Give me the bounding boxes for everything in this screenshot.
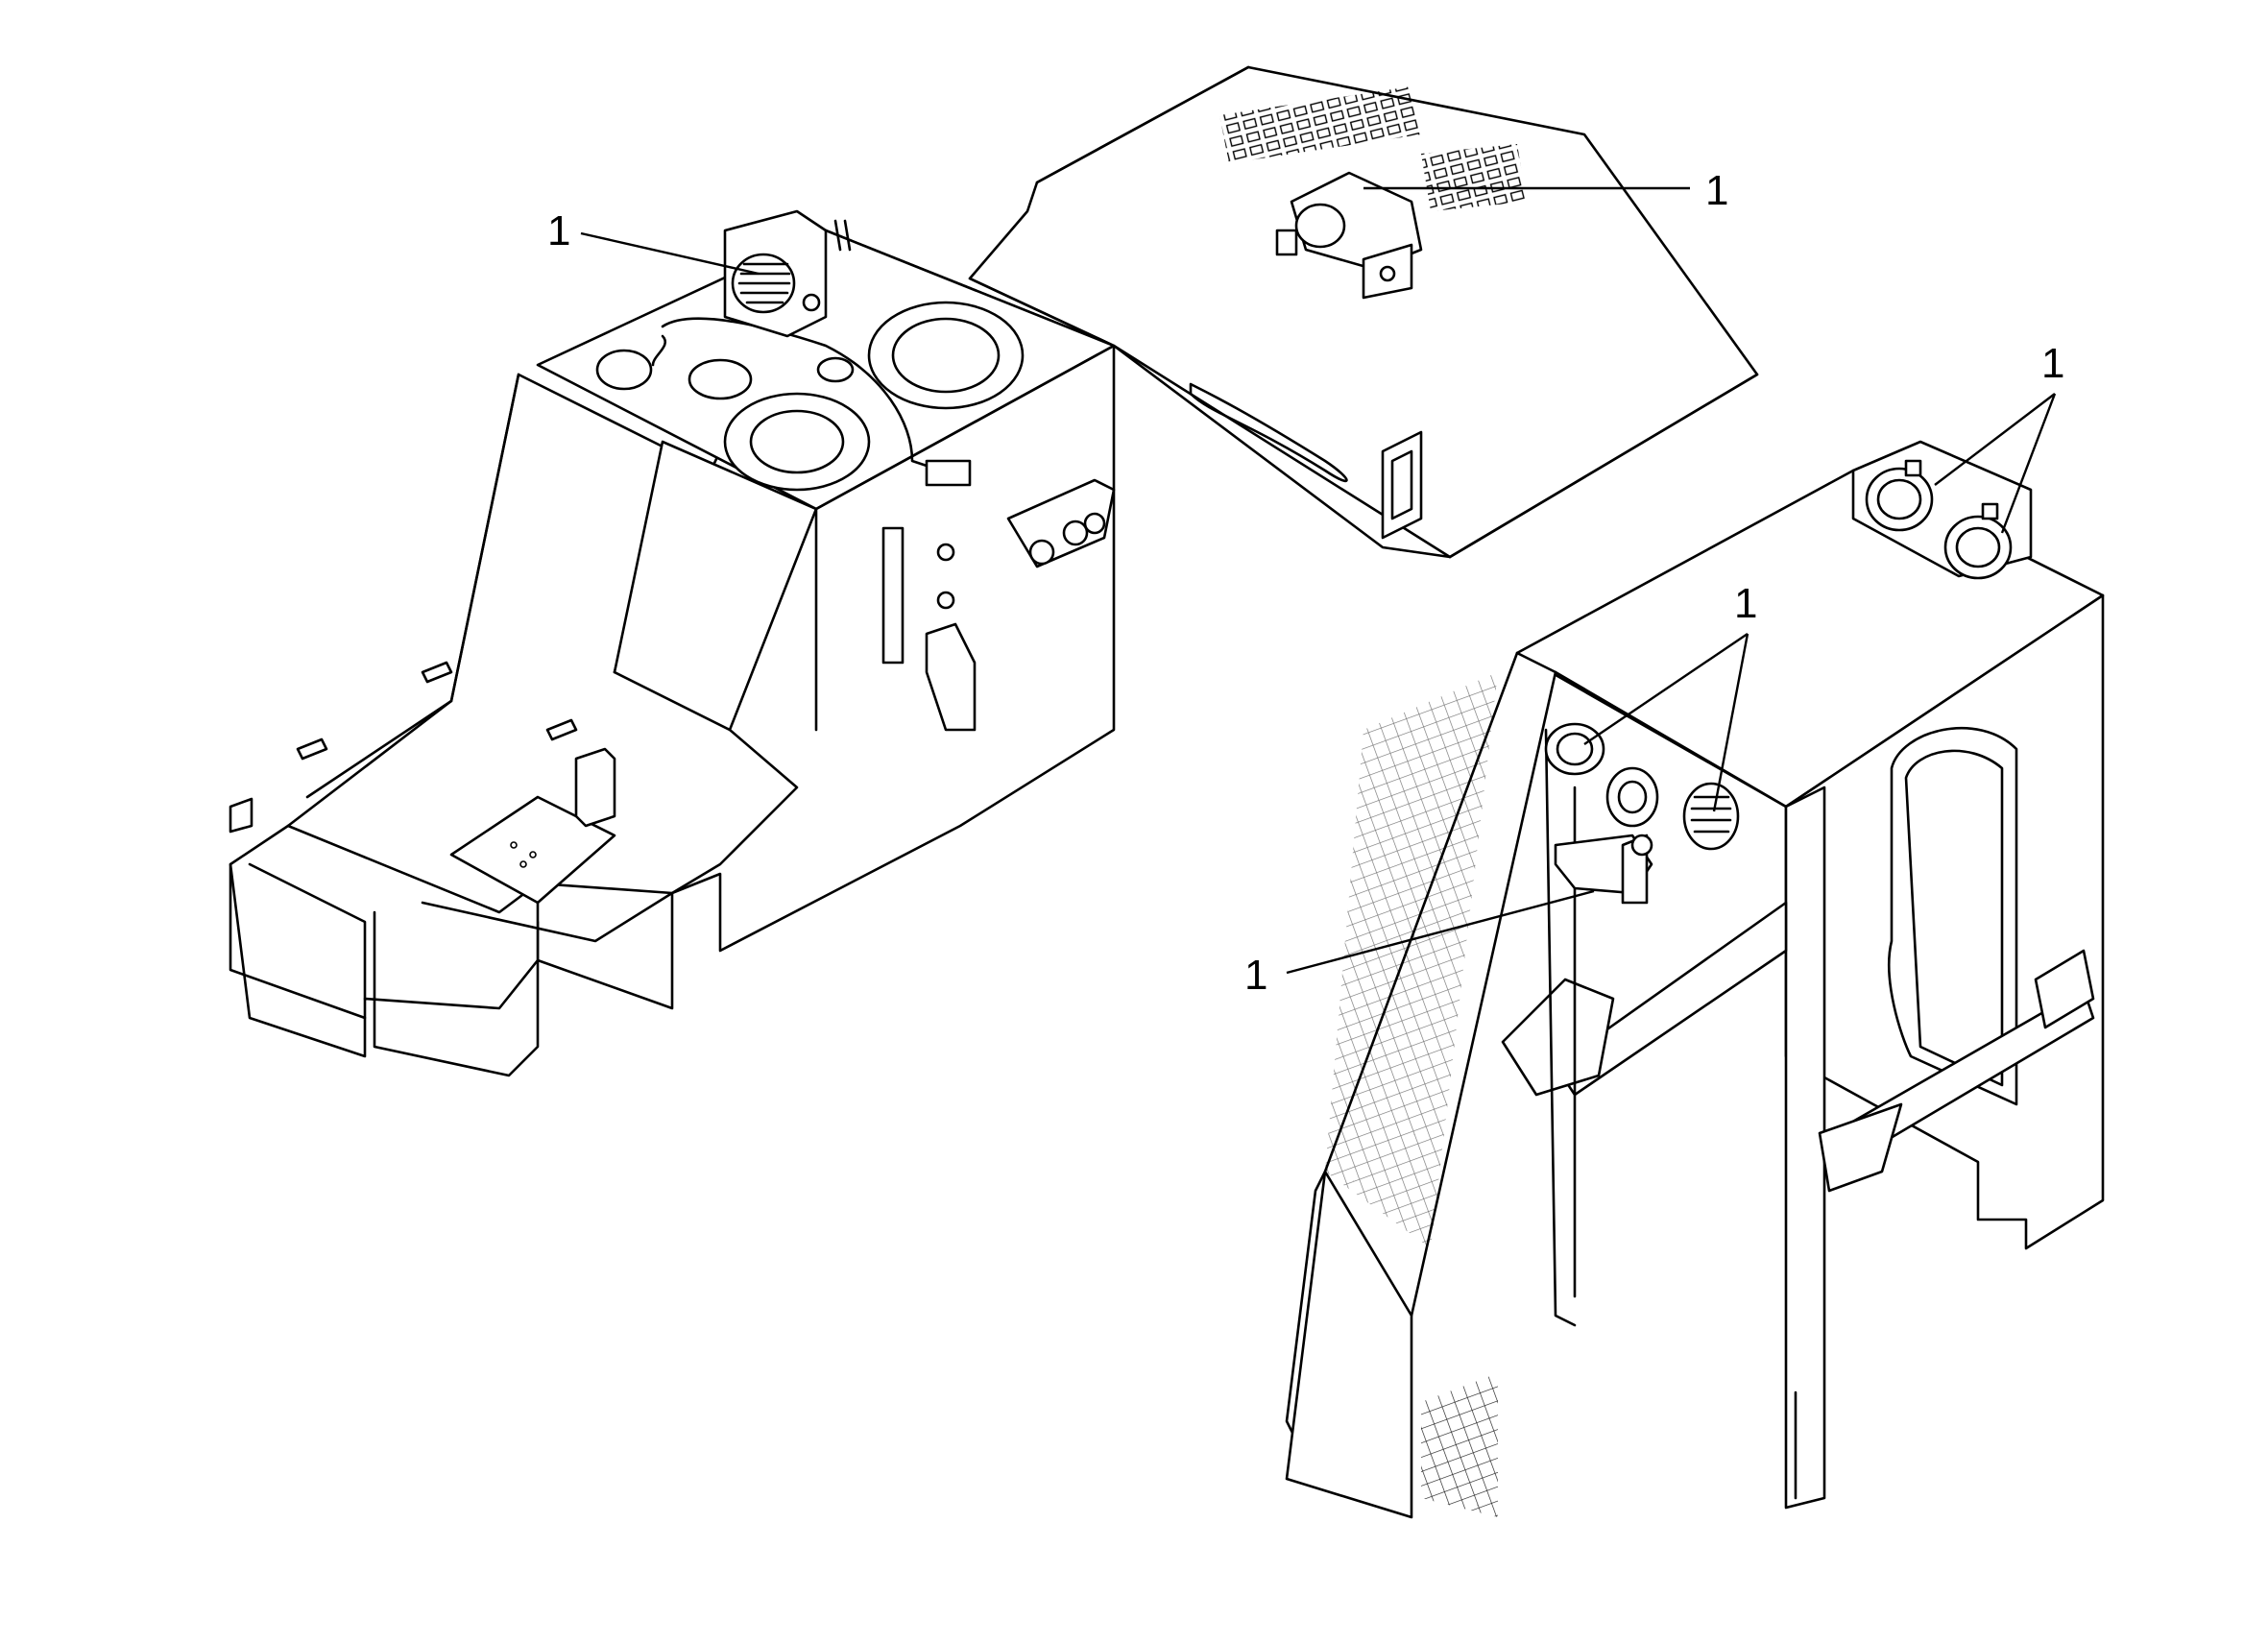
leader-rear-lamp-a xyxy=(1934,393,2056,486)
leader-backup-alarm xyxy=(580,231,760,276)
fender-tank-assembly xyxy=(229,209,1116,1077)
callouts: 1 1 1 1 1 xyxy=(547,167,2064,999)
leader-cab-lamp-b xyxy=(1712,633,1749,812)
callout-label-rear-lamps: 1 xyxy=(2041,340,2064,387)
leader-bracket-lamp xyxy=(1286,889,1595,975)
cab-frame xyxy=(1285,440,2105,1519)
leader-cab-lamp-a xyxy=(1583,633,1749,745)
callout-label-cab-lamps: 1 xyxy=(1734,580,1757,627)
callout-label-roof-alarm: 1 xyxy=(1705,167,1728,214)
engine-hood xyxy=(968,65,1759,559)
leader-rear-lamp-b xyxy=(2000,393,2057,534)
callout-label-bracket-lamp: 1 xyxy=(1244,952,1267,999)
callout-label-backup-alarm: 1 xyxy=(547,207,570,254)
